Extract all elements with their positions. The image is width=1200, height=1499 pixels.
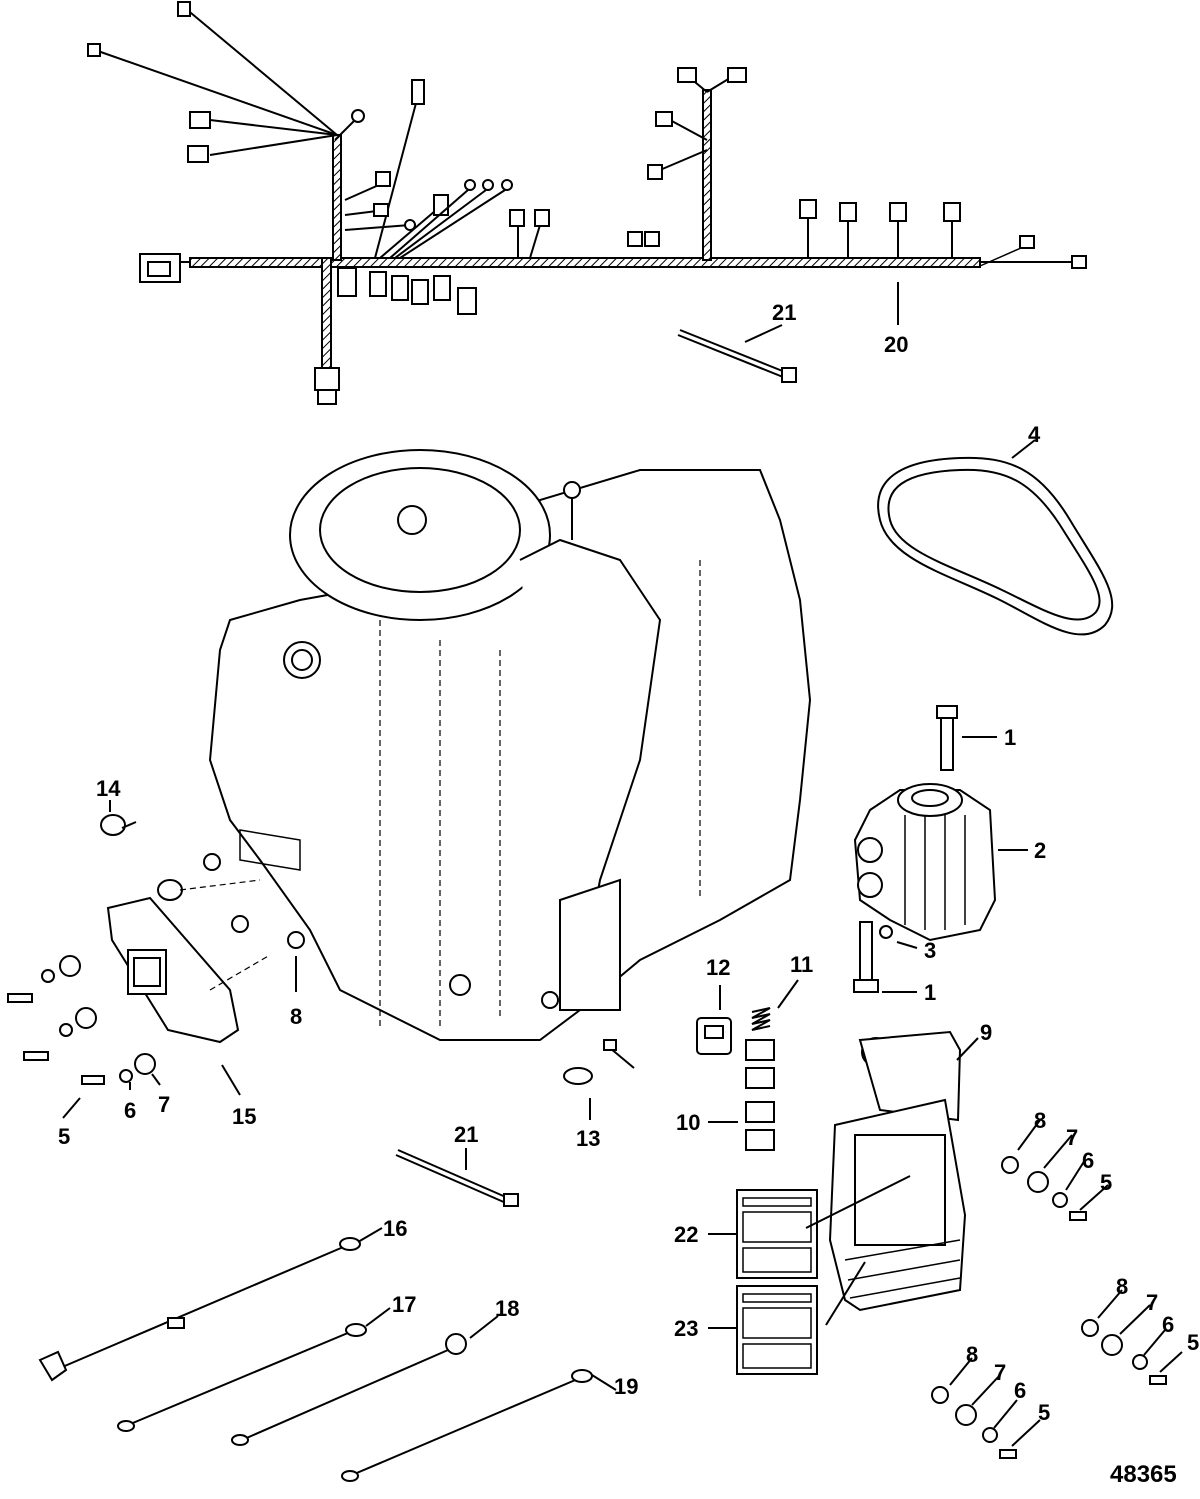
bolt-upper [936,705,958,771]
callout-18: 18 [495,1296,519,1321]
callout-22: 22 [674,1222,698,1247]
cable-16 [38,1237,361,1382]
callout-20: 20 [884,332,908,357]
decal-22 [736,1189,818,1279]
callout-7-regulator-c: 7 [994,1360,1006,1385]
callout-21-lower: 21 [454,1122,478,1147]
callout-1-upper: 1 [1004,725,1016,750]
cable-tie-upper [677,329,797,383]
engine-block [208,449,812,1041]
cable-17 [117,1323,367,1432]
callout-5-regulator-a: 5 [1100,1170,1112,1195]
bolt-lower [853,921,879,993]
callout-16: 16 [383,1216,407,1241]
callout-21-upper: 21 [772,300,796,325]
regulator-module [828,1030,967,1312]
callout-3: 3 [924,938,936,963]
callout-7-bracket: 7 [158,1092,170,1117]
wiring-harness [87,1,1087,405]
wire-clip [100,814,261,901]
callout-7-regulator-b: 7 [1146,1290,1158,1315]
leader-lines [62,282,1183,1447]
fuse-spring [751,1007,771,1031]
regulator-hardware [931,1156,1167,1459]
callout-14: 14 [96,776,121,801]
callout-6-regulator-c: 6 [1014,1378,1026,1403]
fuse-holder [696,1017,732,1055]
callout-19: 19 [614,1374,638,1399]
callout-6-bracket: 6 [124,1098,136,1123]
callout-1-lower: 1 [924,980,936,1005]
callout-6-regulator-a: 6 [1082,1148,1094,1173]
cable-18 [231,1333,467,1446]
callout-17: 17 [392,1292,416,1317]
callout-9: 9 [980,1020,992,1045]
callout-10: 10 [676,1110,700,1135]
callout-8-bracket: 8 [290,1004,302,1029]
callout-8-regulator-c: 8 [966,1342,978,1367]
alternator [853,783,997,942]
callout-5-regulator-c: 5 [1038,1400,1050,1425]
mounting-bracket [106,896,271,1044]
callout-8-regulator-b: 8 [1116,1274,1128,1299]
cable-tie-lower [395,1149,519,1207]
callout-12: 12 [706,955,730,980]
callout-15: 15 [232,1104,256,1129]
drive-belt [877,456,1114,636]
figure-number: 48365 [1110,1461,1177,1488]
nut [879,925,893,939]
decal-23 [736,1285,818,1375]
callout-7-regulator-a: 7 [1066,1125,1078,1150]
callout-13: 13 [576,1126,600,1151]
callout-6-regulator-b: 6 [1162,1312,1174,1337]
bracket-hardware [7,853,305,1085]
callout-8-regulator-a: 8 [1034,1108,1046,1133]
callout-4: 4 [1028,422,1041,447]
callout-5-regulator-b: 5 [1187,1330,1199,1355]
callout-2: 2 [1034,838,1046,863]
relay-stack [745,1039,775,1151]
callout-5-bracket: 5 [58,1124,70,1149]
callout-11: 11 [790,952,813,977]
callout-23: 23 [674,1316,698,1341]
hose-clamp [563,1039,635,1085]
callout-labels: 1 1 2 3 4 5 5 5 5 6 6 6 6 7 7 7 7 8 8 8 … [58,300,1199,1488]
cable-19 [341,1369,593,1482]
